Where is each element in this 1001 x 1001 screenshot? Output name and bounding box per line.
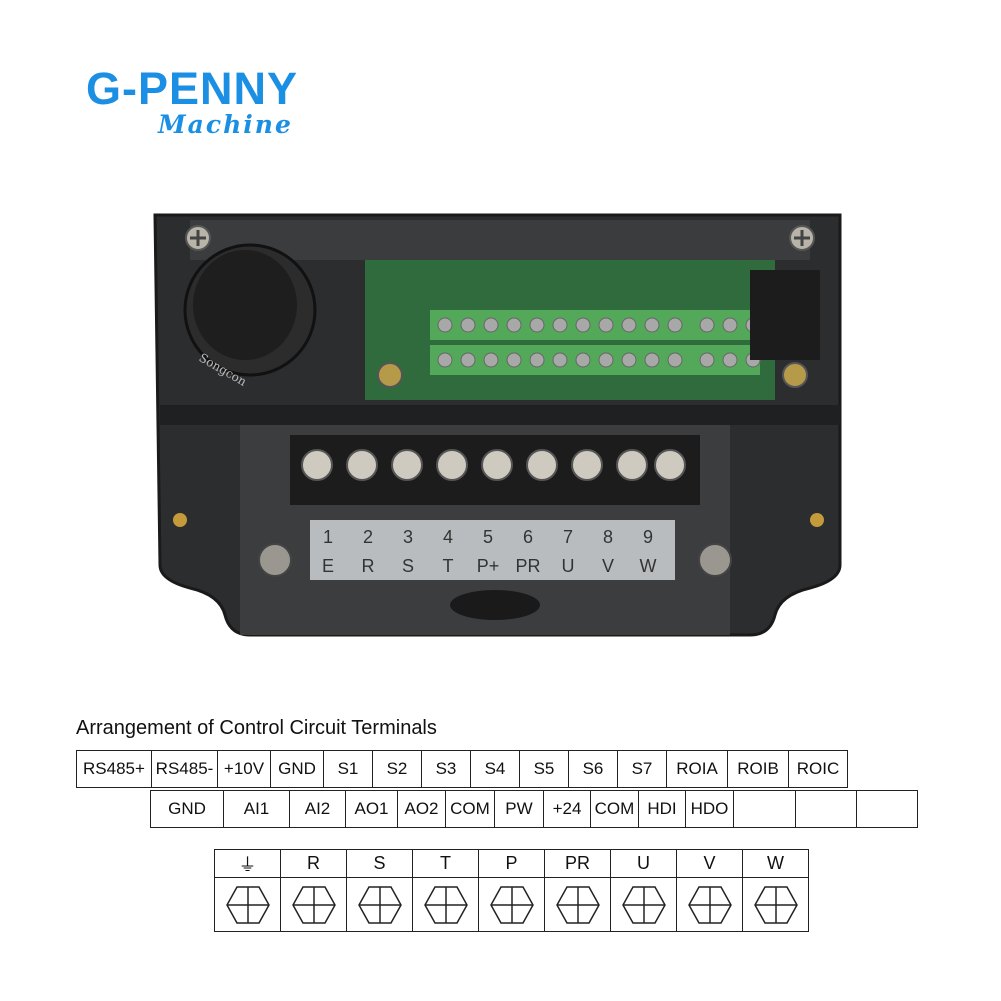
power-terminal-label: W xyxy=(742,849,809,878)
board-number-2: 2 xyxy=(363,527,373,547)
power-terminal-label: ⏚ xyxy=(214,849,281,878)
control-terminal-row-2: GND AI1 AI2 AO1 AO2 COM PW +24 COM HDI H… xyxy=(150,790,918,828)
control-terminal-cell xyxy=(733,790,796,828)
power-terminal-symbol xyxy=(280,877,347,932)
control-terminal-cell: HDO xyxy=(685,790,734,828)
board-number-6: 6 xyxy=(523,527,533,547)
terminal-screw-icon xyxy=(687,885,732,924)
power-terminal-label: P xyxy=(478,849,545,878)
board-letter-2: R xyxy=(362,556,375,576)
terminal-screw-icon xyxy=(621,885,666,924)
power-terminal-symbol xyxy=(544,877,611,932)
power-terminal-symbol xyxy=(412,877,479,932)
control-terminal-cell: AO2 xyxy=(397,790,446,828)
control-terminal-cell: AO1 xyxy=(345,790,398,828)
control-terminal-cell: AI2 xyxy=(289,790,346,828)
control-terminal-cell: GND xyxy=(150,790,224,828)
power-terminal-table: ⏚ R S T P PR U V W xyxy=(214,849,809,932)
control-terminal-cell: S2 xyxy=(372,750,422,788)
control-terminal-cell: S4 xyxy=(470,750,520,788)
control-terminal-cell: PW xyxy=(494,790,544,828)
power-terminal-label: U xyxy=(610,849,677,878)
power-terminal-label: V xyxy=(676,849,743,878)
brand-subtitle: Machine xyxy=(158,110,293,139)
terminal-board-photo: Songcon 1 2 3 4 5 6 7 8 9 E R S xyxy=(153,213,842,637)
terminal-screw-icon xyxy=(423,885,468,924)
control-terminal-cell: COM xyxy=(445,790,495,828)
control-terminal-cell: COM xyxy=(590,790,639,828)
power-terminal-symbol xyxy=(346,877,413,932)
board-letter-5: P+ xyxy=(477,556,500,576)
control-terminal-cell: ROIC xyxy=(788,750,848,788)
control-terminal-row-1: RS485+ RS485- +10V GND S1 S2 S3 S4 S5 S6… xyxy=(76,750,848,788)
control-terminal-cell: ROIB xyxy=(727,750,789,788)
board-number-7: 7 xyxy=(563,527,573,547)
board-letter-9: W xyxy=(640,556,657,576)
board-number-9: 9 xyxy=(643,527,653,547)
control-terminal-cell xyxy=(795,790,857,828)
control-terminal-cell: GND xyxy=(270,750,324,788)
power-terminal-symbol xyxy=(214,877,281,932)
control-terminal-cell xyxy=(856,790,918,828)
control-terminal-cell: ROIA xyxy=(666,750,728,788)
power-terminal-symbol xyxy=(742,877,809,932)
board-letter-4: T xyxy=(443,556,454,576)
terminal-screw-icon xyxy=(225,885,270,924)
terminal-arrangement-caption: Arrangement of Control Circuit Terminals xyxy=(76,717,437,739)
power-terminal-label: R xyxy=(280,849,347,878)
terminal-screw-icon xyxy=(291,885,336,924)
power-terminal-symbol xyxy=(610,877,677,932)
control-terminal-cell: S7 xyxy=(617,750,667,788)
control-terminal-cell: S1 xyxy=(323,750,373,788)
ground-icon: ⏚ xyxy=(238,854,257,875)
control-terminal-cell: RS485- xyxy=(151,750,218,788)
brand-logo: G-PENNY Machine xyxy=(86,60,346,150)
terminal-screw-icon xyxy=(753,885,798,924)
terminal-screw-icon xyxy=(489,885,534,924)
brand-name: G-PENNY xyxy=(86,63,299,114)
board-letter-8: V xyxy=(602,556,614,576)
power-terminal-label: S xyxy=(346,849,413,878)
board-letter-6: PR xyxy=(515,556,540,576)
board-number-5: 5 xyxy=(483,527,493,547)
board-letter-3: S xyxy=(402,556,414,576)
terminal-screw-icon xyxy=(555,885,600,924)
control-terminal-cell: AI1 xyxy=(223,790,290,828)
board-letter-7: U xyxy=(562,556,575,576)
control-terminal-cell: +10V xyxy=(217,750,271,788)
control-terminal-cell: +24 xyxy=(543,790,591,828)
control-terminal-cell: RS485+ xyxy=(76,750,152,788)
board-number-1: 1 xyxy=(323,527,333,547)
power-terminal-symbol xyxy=(478,877,545,932)
control-terminal-cell: S6 xyxy=(568,750,618,788)
power-terminal-symbol xyxy=(676,877,743,932)
control-terminal-cell: HDI xyxy=(638,790,686,828)
board-number-3: 3 xyxy=(403,527,413,547)
terminal-screw-icon xyxy=(357,885,402,924)
control-terminal-cell: S3 xyxy=(421,750,471,788)
power-terminal-label: T xyxy=(412,849,479,878)
control-terminal-cell: S5 xyxy=(519,750,569,788)
board-number-8: 8 xyxy=(603,527,613,547)
board-letter-1: E xyxy=(322,556,334,576)
board-number-4: 4 xyxy=(443,527,453,547)
power-terminal-label: PR xyxy=(544,849,611,878)
